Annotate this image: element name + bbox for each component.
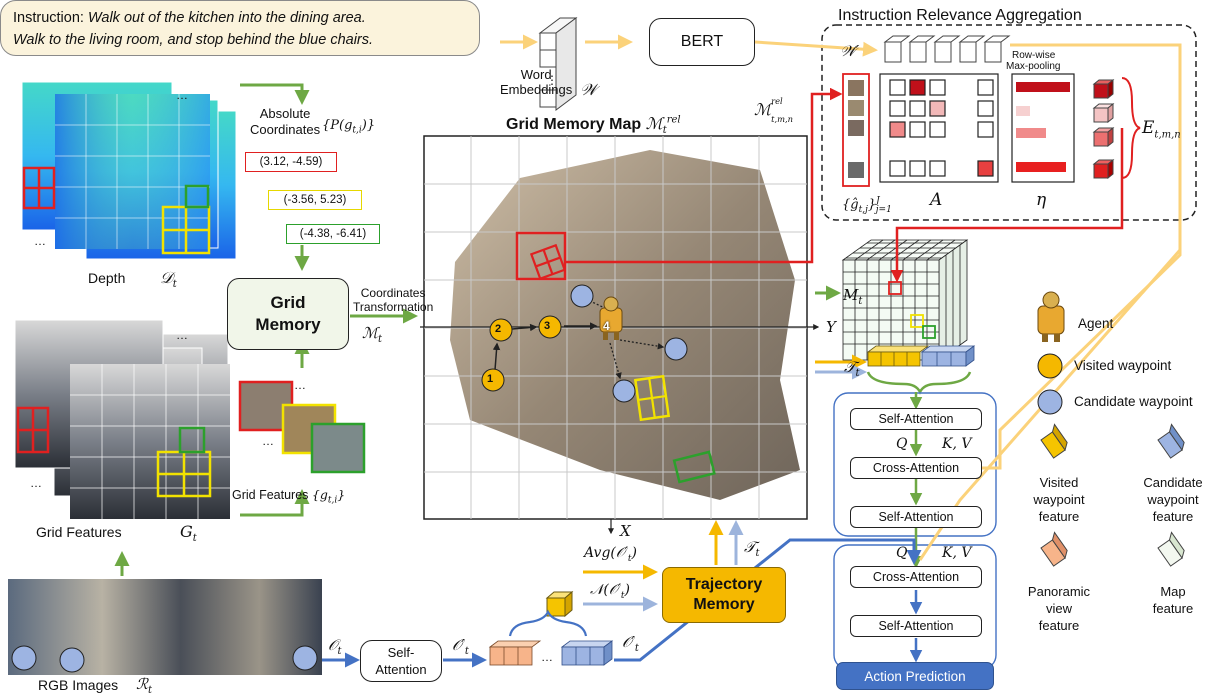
abs-coords-formula: {P(gt,i)}	[322, 118, 375, 136]
obs-ellipsis: …	[541, 650, 553, 664]
depth-label: Depth	[88, 270, 125, 286]
bert-box: BERT	[649, 18, 755, 66]
row-wise-label: Row-wise	[1012, 50, 1055, 61]
rgb-panorama	[8, 579, 322, 675]
matrix-a	[880, 74, 998, 182]
crops-ellipsis-2: …	[294, 378, 306, 392]
depth-stack	[22, 82, 236, 259]
e-cubes	[1094, 80, 1113, 178]
lower-kv-label: K, V	[942, 545, 971, 561]
rgb-symbol: ℛt	[136, 675, 152, 696]
coord-green: (-4.38, -6.41)	[286, 224, 380, 244]
upper-kv-label: K, V	[942, 436, 971, 452]
a-label: A	[930, 190, 942, 210]
obs-o-label: 𝒪t	[328, 636, 341, 657]
m-t-label: Mt	[843, 286, 862, 307]
legend-visited: Visited waypoint	[1074, 358, 1171, 373]
legend-candidate-circle	[1038, 390, 1062, 414]
action-prediction-box: Action Prediction	[836, 662, 994, 690]
grid-features-symbol: Gt	[180, 522, 197, 544]
upper-self-attention-2: Self-Attention	[850, 506, 982, 528]
upper-self-attention-1: Self-Attention	[850, 408, 982, 430]
gf-ellipsis: …	[176, 328, 188, 342]
self-attention-box: Self-Attention	[360, 640, 442, 682]
legend-candidate: Candidate waypoint	[1074, 394, 1193, 409]
grid-features-small-label: Grid Features {gt,i}	[232, 487, 345, 506]
crops-ellipsis: …	[262, 434, 274, 448]
obs-o-prime-label: 𝒪′t	[452, 636, 469, 657]
w-prime-cubes	[885, 36, 1009, 62]
waypoint-1: 1	[487, 373, 493, 385]
eta-bars	[1012, 74, 1074, 182]
waypoint-4: 4	[603, 319, 610, 333]
legend-agent-icon	[1038, 292, 1064, 342]
upper-q-label: Q	[896, 436, 907, 452]
depth-ellipsis: …	[176, 88, 188, 102]
t-t-bottom-label: 𝒯t	[744, 538, 760, 559]
lower-self-attention: Self-Attention	[850, 615, 982, 637]
obs-o-prime-label-2: 𝒪′t	[622, 633, 639, 654]
upper-cross-attention: Cross-Attention	[850, 457, 982, 479]
gmm-title: Grid Memory Map ℳtrel	[506, 114, 681, 136]
coord-red: (3.12, -4.59)	[245, 152, 337, 172]
t-t-label: 𝒯t	[844, 358, 860, 379]
depth-symbol: 𝒟t	[160, 268, 177, 290]
legend-visited-circle	[1038, 354, 1062, 378]
ira-dashed-region	[822, 25, 1196, 220]
avg-cube	[547, 592, 572, 616]
g-hat-label: {ĝt,j}Jj=1	[842, 196, 892, 215]
axis-x-label: X	[620, 522, 631, 540]
grid-memory-map	[420, 136, 818, 533]
e-brace	[1122, 78, 1140, 178]
max-pooling-label: Max-pooling	[1006, 61, 1060, 72]
depth-ellipsis-2: …	[34, 234, 46, 248]
coord-yellow: (-3.56, 5.23)	[268, 190, 362, 210]
avg-label: Avg(𝒪′t)	[584, 545, 637, 564]
waypoint-3: 3	[544, 320, 550, 332]
w-prime-symbol: 𝒲′	[840, 42, 859, 60]
legend-agent: Agent	[1078, 316, 1113, 331]
lower-cross-attention: Cross-Attention	[850, 566, 982, 588]
rgb-label: RGB Images	[38, 677, 118, 693]
axis-y-label: Y	[826, 318, 836, 336]
g-hat-column	[843, 74, 869, 186]
coord-transform-symbol: ℳt	[362, 324, 382, 345]
eta-label: η	[1036, 190, 1046, 210]
grid-features-stack	[15, 320, 230, 519]
lower-q-label: Q	[896, 545, 907, 561]
w-symbol: 𝒲	[580, 80, 597, 100]
n-label: 𝒩(𝒪′t)	[590, 582, 630, 601]
merge-brace	[868, 372, 970, 392]
ira-title: Instruction Relevance Aggregation	[838, 7, 1082, 25]
e-label: Et,m,n	[1142, 118, 1181, 140]
grid-feature-crops	[240, 382, 364, 472]
grid-features-label: Grid Features	[36, 524, 122, 540]
gf-ellipsis-2: …	[30, 476, 42, 490]
waypoint-2: 2	[495, 323, 501, 335]
